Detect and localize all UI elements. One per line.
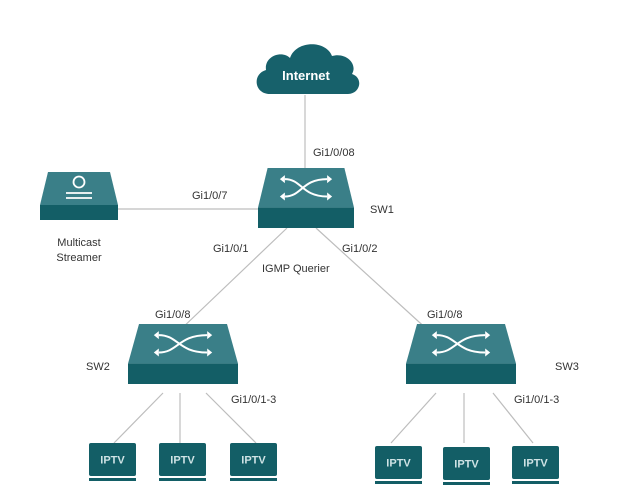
switch-sw3[interactable]: SW3 xyxy=(406,324,579,384)
sw2-port-access: Gi1/0/1-3 xyxy=(231,394,276,406)
sw2-name: SW2 xyxy=(86,361,110,373)
tv-screen-icon xyxy=(512,446,559,479)
tv-stand-icon xyxy=(512,481,559,484)
tv-stand-icon xyxy=(159,478,206,481)
iptv-label: IPTV xyxy=(386,458,411,470)
switch-icon xyxy=(258,168,354,228)
iptv-label: IPTV xyxy=(454,459,479,471)
sw2-port-uplink: Gi1/0/8 xyxy=(155,309,190,321)
iptv-device[interactable]: IPTV xyxy=(375,446,422,484)
switch-sw2[interactable]: SW2 xyxy=(86,324,238,384)
tv-screen-icon xyxy=(159,443,206,476)
streamer-label-line1: Multicast xyxy=(57,237,100,249)
sw3-name: SW3 xyxy=(555,361,579,373)
switch-icon xyxy=(406,324,516,384)
switch-sw1[interactable]: SW1 xyxy=(258,168,394,228)
link-sw1-sw2 xyxy=(177,227,288,333)
tv-screen-icon xyxy=(443,447,490,480)
iptv-label: IPTV xyxy=(100,455,125,467)
iptv-device[interactable]: IPTV xyxy=(443,447,490,485)
crossed-arrows-icon xyxy=(431,331,491,357)
sw1-role-label: IGMP Querier xyxy=(262,263,330,275)
iptv-device[interactable]: IPTV xyxy=(512,446,559,484)
internet-label: Internet xyxy=(282,68,330,83)
tv-screen-icon xyxy=(230,443,277,476)
iptv-device[interactable]: IPTV xyxy=(159,443,206,481)
crossed-arrows-icon xyxy=(153,331,213,357)
switch-icon xyxy=(128,324,238,384)
tv-stand-icon xyxy=(443,482,490,485)
crossed-arrows-icon xyxy=(279,175,333,201)
streamer-label-line2: Streamer xyxy=(56,252,102,264)
sw1-name: SW1 xyxy=(370,204,394,216)
tv-stand-icon xyxy=(375,481,422,484)
sw3-port-access: Gi1/0/1-3 xyxy=(514,394,559,406)
streamer-icon xyxy=(40,172,118,220)
tv-screen-icon xyxy=(375,446,422,479)
iptv-label: IPTV xyxy=(523,458,548,470)
sw1-port-to-sw2: Gi1/0/1 xyxy=(213,243,248,255)
sw1-port-uplink: Gi1/0/08 xyxy=(313,147,355,159)
links xyxy=(113,95,534,444)
iptv-group-sw3: IPTV IPTV IPTV xyxy=(375,446,559,485)
tv-stand-icon xyxy=(230,478,277,481)
link-sw1-sw3 xyxy=(315,227,431,333)
sw1-port-streamer: Gi1/0/7 xyxy=(192,190,227,202)
sw3-port-uplink: Gi1/0/8 xyxy=(427,309,462,321)
link-sw2-iptv3 xyxy=(205,392,257,444)
iptv-device[interactable]: IPTV xyxy=(230,443,277,481)
link-sw3-iptv3 xyxy=(492,392,534,444)
tv-stand-icon xyxy=(89,478,136,481)
link-sw2-iptv1 xyxy=(113,392,164,444)
iptv-device[interactable]: IPTV xyxy=(89,443,136,481)
cloud-icon xyxy=(256,44,360,94)
iptv-group-sw2: IPTV IPTV IPTV xyxy=(89,443,277,481)
internet-cloud[interactable]: Internet xyxy=(256,44,360,94)
link-sw3-iptv1 xyxy=(390,392,437,444)
tv-screen-icon xyxy=(89,443,136,476)
iptv-label: IPTV xyxy=(241,455,266,467)
sw1-port-to-sw3: Gi1/0/2 xyxy=(342,243,377,255)
iptv-label: IPTV xyxy=(170,455,195,467)
multicast-streamer[interactable]: Multicast Streamer xyxy=(40,172,118,264)
